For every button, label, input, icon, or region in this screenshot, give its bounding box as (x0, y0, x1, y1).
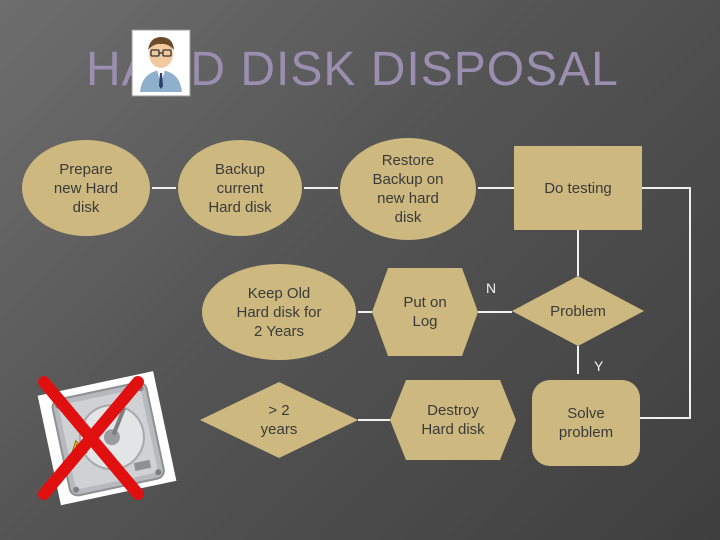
solve-problem-text: Solve problem (558, 405, 614, 441)
do-testing-node: Do testing (514, 146, 642, 230)
problem-decision-node: Problem (512, 276, 644, 346)
restore-backup-node: Restore Backup on new hard disk (338, 136, 478, 242)
hard-disk-icon (37, 371, 177, 506)
prepare-hard-disk-text: Prepare new Hard disk (53, 160, 119, 216)
more-than-2-years-text: > 2 years (260, 402, 298, 438)
put-on-log-node: Put on Log (372, 268, 478, 356)
destroy-disk-node: Destroy Hard disk (390, 380, 516, 460)
backup-current-node: Backup current Hard disk (176, 138, 304, 238)
solve-problem-node: Solve problem (532, 380, 640, 466)
do-testing-text: Do testing (544, 179, 612, 197)
keep-old-disk-node: Keep Old Hard disk for 2 Years (200, 262, 358, 362)
put-on-log-text: Put on Log (403, 294, 447, 330)
prepare-hard-disk-node: Prepare new Hard disk (20, 138, 152, 238)
no-branch-label: N (486, 280, 497, 296)
person-avatar-icon (131, 29, 191, 97)
more-than-2-years-decision-node: > 2 years (200, 382, 358, 458)
backup-current-text: Backup current Hard disk (208, 160, 272, 216)
problem-decision-text: Problem (550, 302, 606, 320)
keep-old-disk-text: Keep Old Hard disk for 2 Years (236, 284, 322, 340)
restore-backup-text: Restore Backup on new hard disk (372, 152, 444, 226)
red-cross-icon (38, 376, 144, 500)
yes-branch-label: Y (594, 358, 604, 374)
destroy-disk-text: Destroy Hard disk (421, 402, 485, 438)
